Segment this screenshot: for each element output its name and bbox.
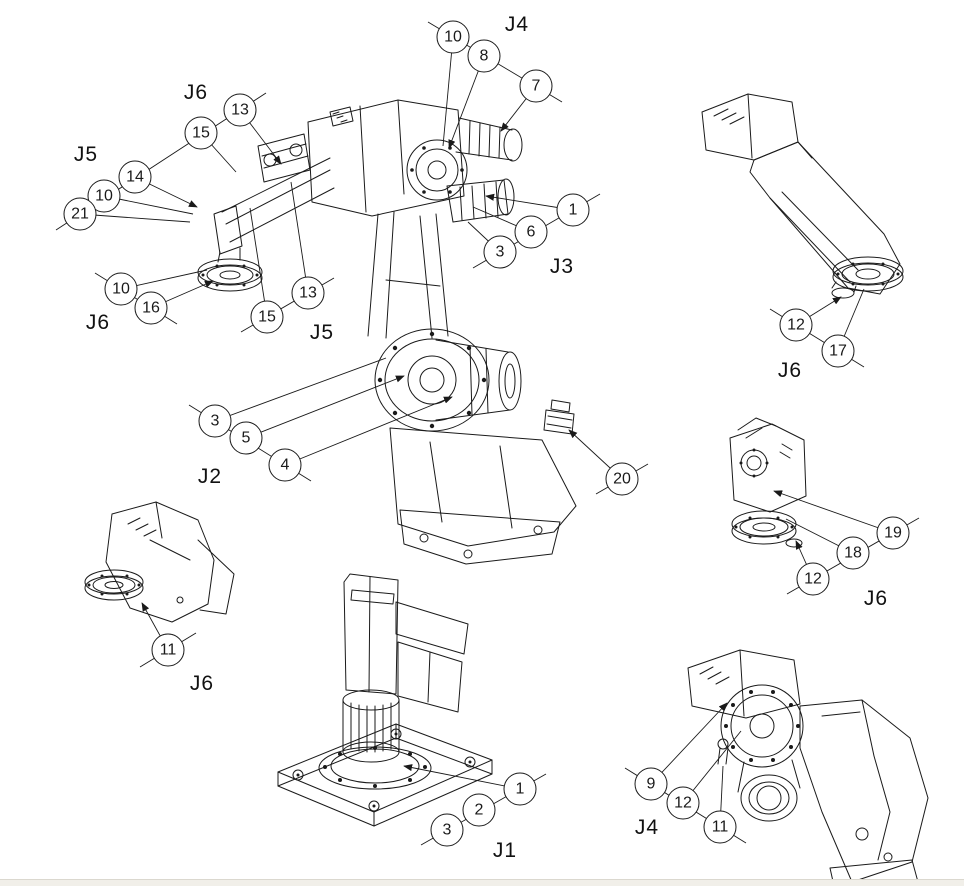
balloon-5: 5: [229, 421, 263, 455]
balloon-18: 18: [836, 536, 870, 570]
base-drawing-bottom-center: [277, 573, 493, 827]
arm-drawing-top-right: [701, 93, 904, 299]
balloon-15: 15: [250, 300, 284, 334]
balloon-3: 3: [430, 813, 464, 847]
balloon-12: 12: [779, 308, 813, 342]
balloon-3: 3: [483, 235, 517, 269]
joint-label-J4: J4: [634, 816, 660, 839]
balloon-4: 4: [268, 448, 302, 482]
joint-label-J5: J5: [309, 321, 335, 344]
joint-label-J6: J6: [189, 672, 215, 695]
balloon-16: 16: [134, 291, 168, 325]
wrist-drawing-left-mid: [84, 501, 235, 623]
balloon-20: 20: [605, 462, 639, 496]
joint-label-J6: J6: [85, 311, 111, 334]
joint-label-J5: J5: [73, 143, 99, 166]
balloon-12: 12: [796, 562, 830, 596]
joint-label-J3: J3: [549, 255, 575, 278]
page-edge: [0, 879, 964, 886]
balloon-10: 10: [104, 272, 138, 306]
balloon-9: 9: [634, 767, 668, 801]
balloon-21: 21: [63, 197, 97, 231]
balloon-1: 1: [503, 772, 537, 806]
balloon-19: 19: [876, 516, 910, 550]
joint-label-J4: J4: [504, 13, 530, 36]
joint-label-J1: J1: [492, 839, 518, 862]
joint-label-J6: J6: [863, 587, 889, 610]
balloon-3: 3: [198, 404, 232, 438]
balloon-14: 14: [118, 160, 152, 194]
main-robot-drawing: [197, 99, 577, 565]
balloon-13: 13: [291, 276, 325, 310]
balloon-10: 10: [87, 179, 121, 213]
balloon-8: 8: [467, 39, 501, 73]
balloon-2: 2: [462, 793, 496, 827]
balloon-12: 12: [666, 786, 700, 820]
balloon-10: 10: [436, 20, 470, 54]
joint-label-J6: J6: [777, 359, 803, 382]
balloon-15: 15: [184, 116, 218, 150]
joint-label-J2: J2: [197, 465, 223, 488]
balloon-17: 17: [821, 334, 855, 368]
balloon-1: 1: [556, 193, 590, 227]
balloon-6: 6: [514, 215, 548, 249]
joint-label-J6: J6: [183, 81, 209, 104]
balloon-11: 11: [703, 810, 737, 844]
balloon-11: 11: [151, 633, 185, 667]
balloon-13: 13: [223, 93, 257, 127]
balloon-7: 7: [519, 69, 553, 103]
